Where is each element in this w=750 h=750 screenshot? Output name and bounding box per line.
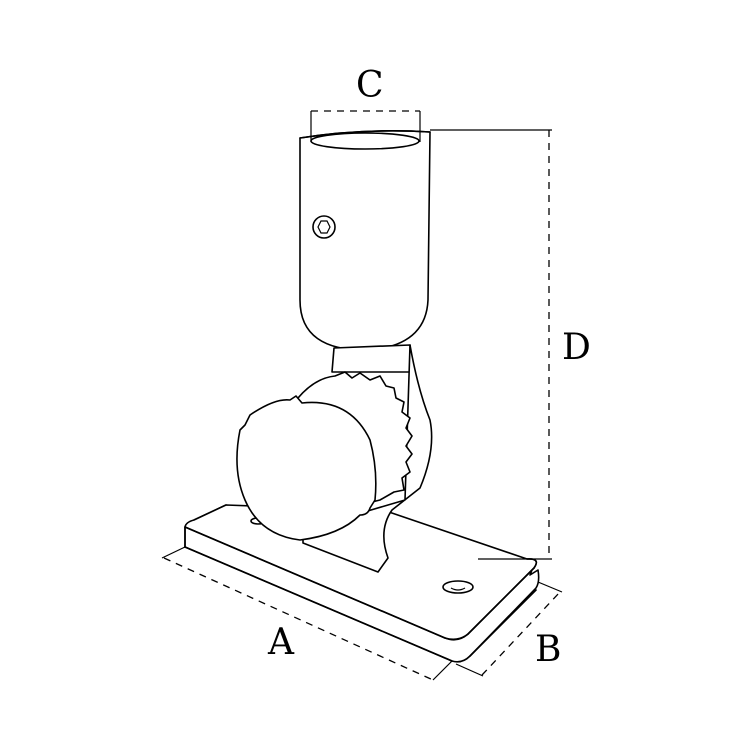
mounting-hole-front: [442, 580, 474, 594]
tube-socket: [299, 130, 431, 351]
hinge-disc: [236, 395, 377, 541]
base-plate: [184, 504, 540, 663]
dimension-b: [455, 581, 563, 677]
dimension-d: [430, 129, 552, 560]
socket-neck: [302, 344, 433, 573]
dimension-a: [161, 546, 453, 681]
set-screw-icon: [312, 215, 336, 239]
label-d: D: [562, 327, 591, 368]
label-a: A: [268, 622, 294, 663]
label-c: C: [356, 65, 384, 106]
label-b: B: [535, 629, 562, 670]
dimension-c: [310, 110, 421, 142]
